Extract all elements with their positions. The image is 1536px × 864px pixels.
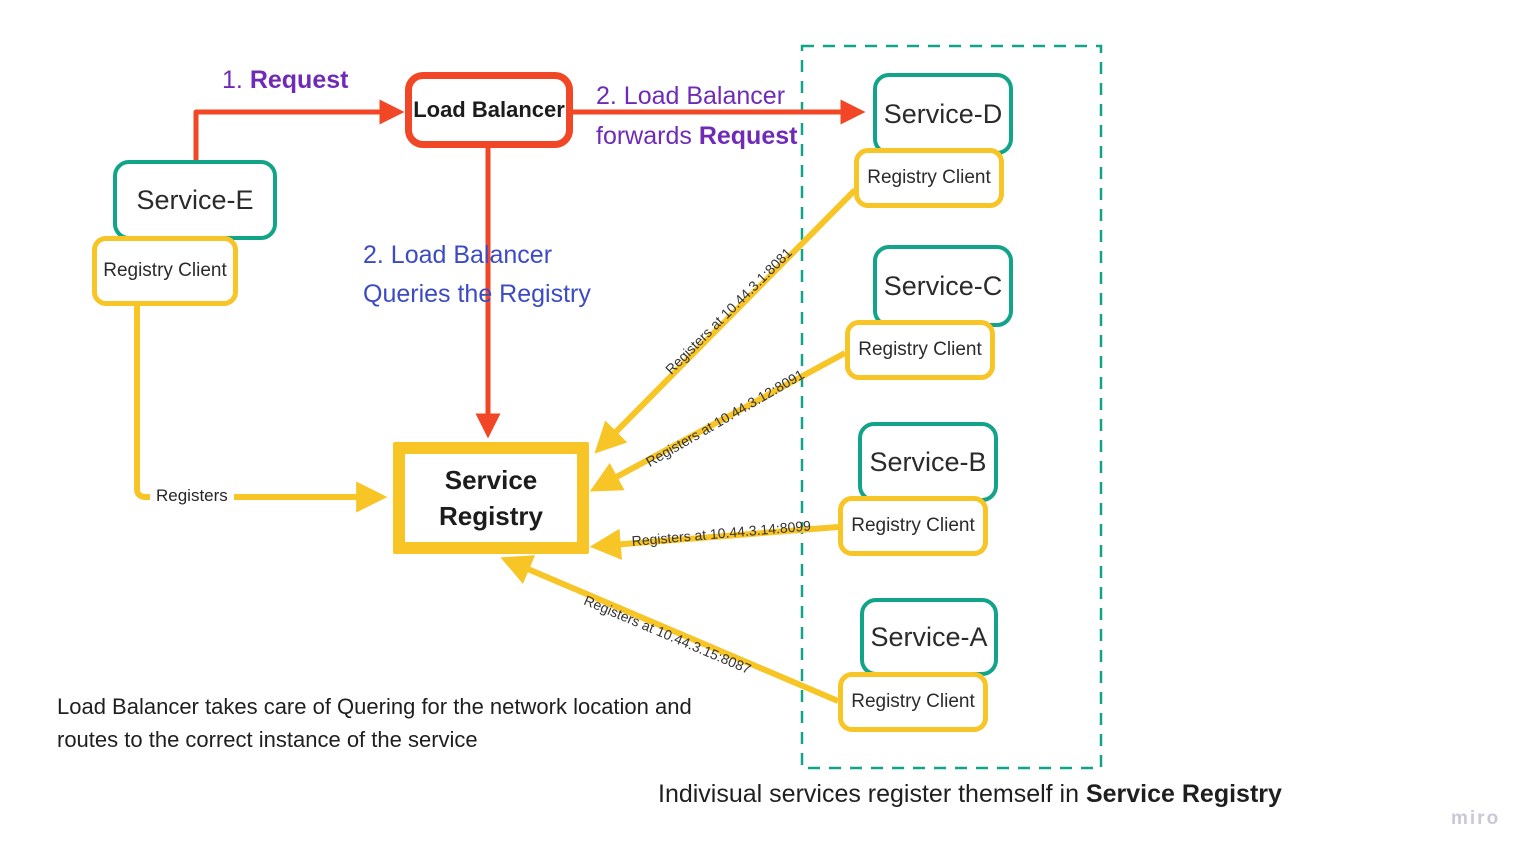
node-service-registry[interactable]: Service Registry <box>393 442 589 554</box>
node-service-c[interactable]: Service-C <box>873 245 1013 327</box>
node-service-e[interactable]: Service-E <box>113 160 277 240</box>
edge-registers-e <box>134 304 388 513</box>
node-service-d[interactable]: Service-D <box>873 73 1013 155</box>
registry-client-label: Registry Client <box>103 260 227 281</box>
node-registry-client-d[interactable]: Registry Client <box>854 148 1004 208</box>
node-service-e-label: Service-E <box>136 184 254 215</box>
queries-registry-label: 2. Load Balancer Queries the Registry <box>363 241 591 308</box>
node-load-balancer-label: Load Balancer <box>413 97 565 122</box>
node-registry-client-b[interactable]: Registry Client <box>838 496 988 556</box>
registry-client-label: Registry Client <box>867 167 991 188</box>
edge-registers-d <box>594 187 858 454</box>
node-service-d-label: Service-D <box>883 98 1003 129</box>
node-service-registry-label: Service Registry <box>438 464 544 531</box>
registers-label: Registers <box>150 485 234 507</box>
registry-client-label: Registry Client <box>851 515 975 536</box>
node-registry-client-e[interactable]: Registry Client <box>92 236 238 306</box>
node-service-b-label: Service-B <box>869 446 987 477</box>
node-service-a[interactable]: Service-A <box>860 598 998 676</box>
registry-client-label: Registry Client <box>858 339 982 360</box>
node-load-balancer[interactable]: Load Balancer <box>405 72 573 148</box>
node-service-b[interactable]: Service-B <box>858 422 998 502</box>
edge-registers-c <box>589 350 847 492</box>
forwards-request-label: 2. Load Balancer forwards Request <box>596 82 798 150</box>
node-registry-client-c[interactable]: Registry Client <box>845 320 995 380</box>
node-service-c-label: Service-C <box>883 270 1003 301</box>
node-service-a-label: Service-A <box>870 621 988 652</box>
registry-client-label: Registry Client <box>851 691 975 712</box>
services-group-frame[interactable] <box>800 44 1103 770</box>
load-balancer-note: Load Balancer takes care of Quering for … <box>57 694 692 752</box>
edge-registers-b <box>589 524 839 560</box>
node-registry-client-a[interactable]: Registry Client <box>838 672 988 732</box>
request-step-label: 1. Request <box>222 66 349 94</box>
services-register-note: Indivisual services register themself in… <box>658 780 1282 808</box>
miro-watermark: miro <box>1451 808 1501 829</box>
edge-registers-a <box>500 555 840 704</box>
edge-request <box>193 99 405 160</box>
